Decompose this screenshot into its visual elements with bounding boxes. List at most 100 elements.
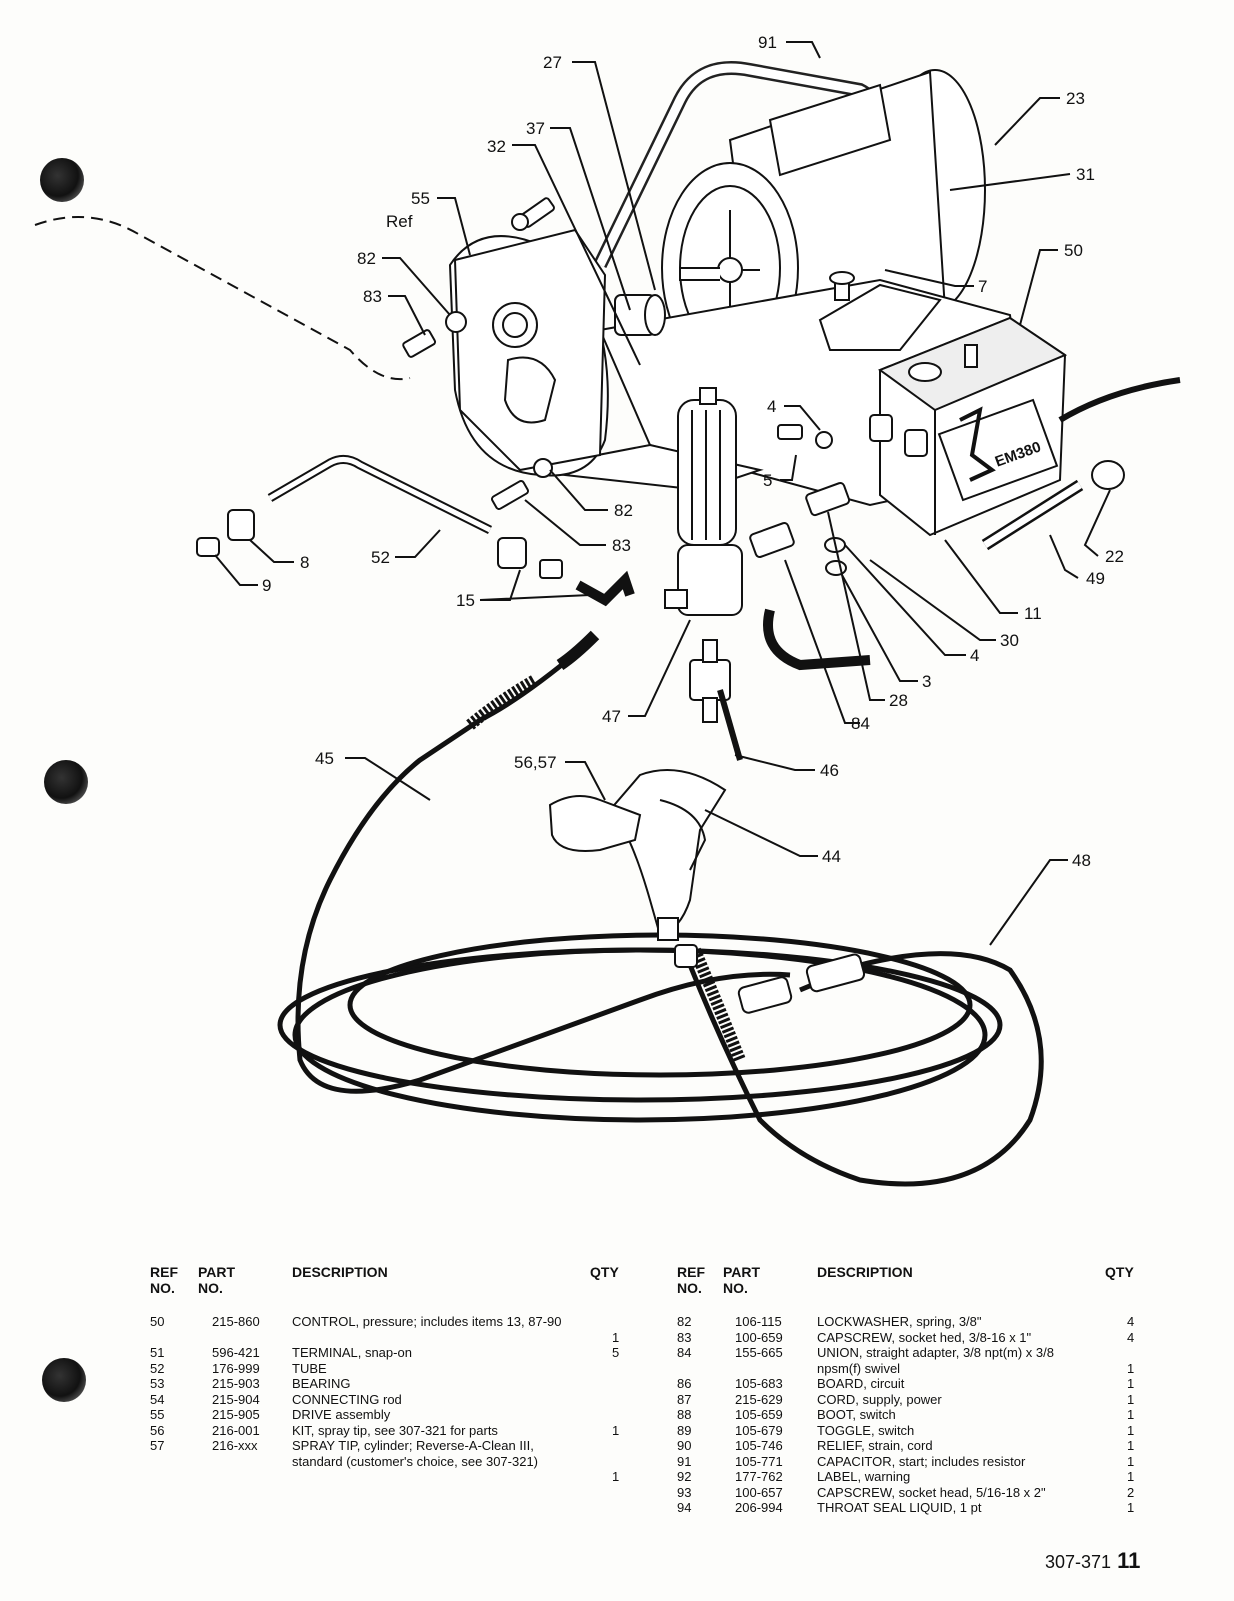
table-row: 91 105-771 CAPACITOR, start; includes resi… <box>677 1454 1147 1470</box>
part-no-cell: 105-683 <box>735 1376 783 1391</box>
header-part-no: PART NO. <box>198 1264 236 1296</box>
header-qty: QTY <box>590 1264 619 1280</box>
qty-cell: 1 <box>1127 1360 1135 1376</box>
part-no-cell: 215-904 <box>212 1391 260 1407</box>
part-no-cell: 206-994 <box>735 1500 783 1515</box>
description-cell: KIT, spray tip, see 307-321 for parts <box>292 1422 498 1438</box>
qty-cell: 1 <box>1127 1469 1135 1484</box>
punch-hole-middle <box>44 760 88 804</box>
callout-4-bottom: 4 <box>970 646 979 665</box>
part-no-cell: 100-659 <box>735 1329 783 1345</box>
ref-no-cell: 52 <box>150 1360 165 1376</box>
parts-table-right: REF NO. PART NO. DESCRIPTION QTY 82 106-1… <box>677 1264 1147 1516</box>
header-description: DESCRIPTION <box>817 1264 913 1280</box>
part-no-cell: 105-659 <box>735 1407 783 1422</box>
qty-cell: 5 <box>612 1345 620 1360</box>
description-cell: CAPSCREW, socket hed, 3/8-16 x 1" <box>817 1329 1032 1345</box>
part-no-cell: 105-771 <box>735 1453 783 1469</box>
callout-83-bottom: 83 <box>612 536 631 555</box>
qty-cell: 1 <box>1127 1391 1135 1407</box>
qty-cell: 1 <box>1127 1438 1135 1453</box>
ref-no-cell: 84 <box>677 1345 692 1360</box>
description-cell: CAPSCREW, socket head, 5/16-18 x 2" <box>817 1484 1046 1500</box>
description-cell: BOARD, circuit <box>817 1376 905 1391</box>
description-cell: SPRAY TIP, cylinder; Reverse-A-Clean III… <box>292 1438 538 1469</box>
part-no-cell: 105-679 <box>735 1422 783 1438</box>
callout-9: 9 <box>262 576 271 595</box>
callout-91: 91 <box>758 33 777 52</box>
description-cell: UNION, straight adapter, 3/8 npt(m) x 3/… <box>817 1345 1054 1376</box>
qty-cell: 1 <box>1127 1407 1135 1422</box>
parts-table-right-header: REF NO. PART NO. DESCRIPTION QTY <box>677 1264 1147 1298</box>
part-no-cell: 177-762 <box>735 1469 783 1484</box>
callout-28: 28 <box>889 691 908 710</box>
part-no-cell: 215-629 <box>735 1391 783 1407</box>
qty-cell: 1 <box>1127 1376 1135 1391</box>
part-no-cell: 216-001 <box>212 1422 260 1438</box>
part-no-cell: 176-999 <box>212 1360 260 1376</box>
ref-no-cell: 89 <box>677 1422 692 1438</box>
callout-7: 7 <box>978 277 987 296</box>
qty-cell: 1 <box>1127 1453 1135 1469</box>
description-cell: BEARING <box>292 1376 351 1391</box>
description-cell: TOGGLE, switch <box>817 1422 915 1438</box>
qty-cell: 1 <box>1127 1500 1135 1515</box>
ref-no-cell: 88 <box>677 1407 692 1422</box>
callout-82-top: 82 <box>357 249 376 268</box>
description-cell: LOCKWASHER, spring, 3/8" <box>817 1314 982 1329</box>
part-no-cell: 155-665 <box>735 1345 783 1360</box>
ref-no-cell: 50 <box>150 1314 165 1329</box>
header-qty: QTY <box>1105 1264 1134 1280</box>
ref-no-cell: 51 <box>150 1345 165 1360</box>
callout-55-ref: Ref <box>386 212 413 231</box>
callout-8: 8 <box>300 553 309 572</box>
description-cell: CORD, supply, power <box>817 1391 942 1407</box>
qty-cell: 1 <box>612 1422 620 1438</box>
callout-44: 44 <box>822 847 841 866</box>
callout-45: 45 <box>315 749 334 768</box>
description-cell: CAPACITOR, start; includes resistor <box>817 1453 1026 1469</box>
callout-22: 22 <box>1105 547 1124 566</box>
punch-hole-top <box>40 158 84 202</box>
callout-15: 15 <box>456 591 475 610</box>
part-no-cell: 215-905 <box>212 1407 260 1422</box>
spray-gun <box>548 769 727 941</box>
ref-no-cell: 82 <box>677 1314 692 1329</box>
part-no-cell: 106-115 <box>735 1314 782 1329</box>
callout-4-top: 4 <box>767 397 776 416</box>
callout-48: 48 <box>1072 851 1091 870</box>
ref-no-cell: 93 <box>677 1484 692 1500</box>
qty-cell: 2 <box>1127 1484 1135 1500</box>
callout-23: 23 <box>1066 89 1085 108</box>
page-number: 11 <box>1117 1548 1141 1573</box>
tube <box>267 455 493 535</box>
qty-cell: 1 <box>612 1469 620 1484</box>
callout-56-57: 56,57 <box>514 753 557 772</box>
drain-valve <box>689 639 743 761</box>
drive-housing <box>448 228 609 477</box>
ref-no-cell: 94 <box>677 1500 692 1515</box>
callout-27: 27 <box>543 53 562 72</box>
ref-no-cell: 91 <box>677 1453 692 1469</box>
header-ref-no: REF NO. <box>150 1264 178 1296</box>
description-cell: LABEL, warning <box>817 1469 911 1484</box>
callout-5: 5 <box>763 471 772 490</box>
callout-84: 84 <box>851 714 870 733</box>
ref-no-cell: 57 <box>150 1438 165 1453</box>
description-cell: RELIEF, strain, cord <box>817 1438 933 1453</box>
table-row: 84 155-665 UNION, straight adapter, 3/8 np… <box>677 1345 1147 1376</box>
callout-49: 49 <box>1086 569 1105 588</box>
callout-32: 32 <box>487 137 506 156</box>
pump-cylinder <box>664 387 743 616</box>
